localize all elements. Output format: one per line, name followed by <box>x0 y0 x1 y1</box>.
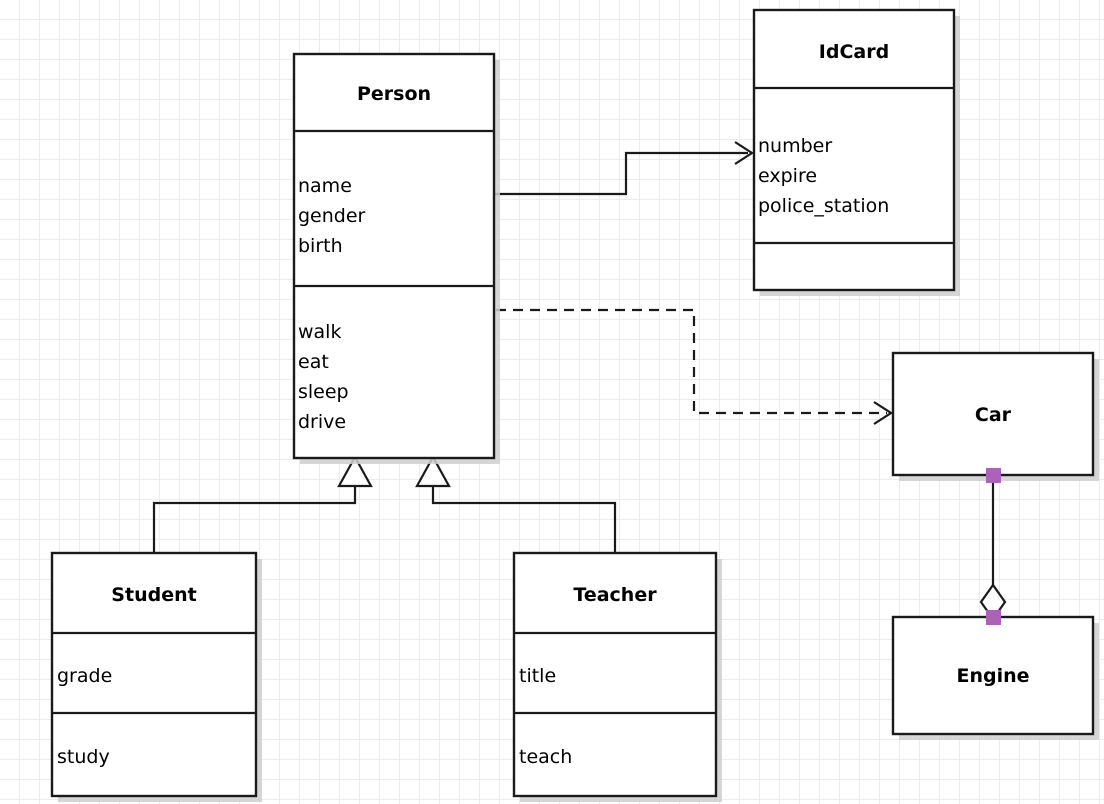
edge-endpoint-handle-target[interactable] <box>986 610 1001 625</box>
relationship-student-person[interactable] <box>152 454 373 553</box>
class-name-idcard: IdCard <box>819 41 889 63</box>
relationship-teacher-person[interactable] <box>415 454 617 553</box>
attribute-grade: grade <box>57 665 112 687</box>
class-box-teacher[interactable]: Teacher title teach <box>512 551 722 802</box>
open-arrowhead-car <box>873 401 894 425</box>
class-box-car[interactable]: Car <box>891 351 1099 481</box>
class-box-rect[interactable] <box>292 52 496 460</box>
class-box-student[interactable]: Student grade study <box>50 551 262 802</box>
generalization-line-teacher-person[interactable] <box>431 486 617 553</box>
attribute-name: name <box>298 175 352 197</box>
class-box-rect[interactable] <box>891 615 1095 736</box>
class-box-idcard[interactable]: IdCard number expire police_station <box>752 8 960 296</box>
relationship-car-engine[interactable] <box>979 475 1007 621</box>
operation-walk: walk <box>298 321 341 343</box>
class-box-rect[interactable] <box>512 551 718 798</box>
operation-eat: eat <box>298 351 329 373</box>
operation-study: study <box>57 746 110 768</box>
attribute-title: title <box>519 665 556 687</box>
class-box-rect[interactable] <box>50 551 258 798</box>
relationship-person-car[interactable] <box>496 308 894 425</box>
class-name-teacher: Teacher <box>573 584 657 606</box>
dependency-line-person-car[interactable] <box>496 308 887 415</box>
generalization-line-student-person[interactable] <box>152 486 357 553</box>
attribute-birth: birth <box>298 235 343 257</box>
class-box-rect[interactable] <box>891 351 1095 477</box>
operation-sleep: sleep <box>298 381 349 403</box>
selection-handles-car-engine[interactable] <box>986 468 1001 625</box>
hollow-triangle-arrowhead-student <box>337 454 373 488</box>
operation-teach: teach <box>519 746 572 768</box>
class-name-car: Car <box>975 404 1012 426</box>
attribute-police-station: police_station <box>758 195 889 217</box>
class-name-engine: Engine <box>956 665 1029 687</box>
class-box-person[interactable]: Person name gender birth walk eat sleep … <box>292 52 500 464</box>
operation-drive: drive <box>298 411 346 433</box>
class-name-person: Person <box>357 83 431 105</box>
association-line-person-idcard[interactable] <box>494 151 748 196</box>
hollow-triangle-arrowhead-teacher <box>415 454 451 488</box>
class-name-student: Student <box>111 584 196 606</box>
attribute-gender: gender <box>298 205 366 227</box>
edge-endpoint-handle-source[interactable] <box>986 468 1001 483</box>
attribute-number: number <box>758 135 832 157</box>
class-box-engine[interactable]: Engine <box>891 615 1099 740</box>
open-arrowhead-idcard <box>734 141 755 165</box>
attribute-expire: expire <box>758 165 817 187</box>
relationship-person-idcard[interactable] <box>494 141 755 196</box>
